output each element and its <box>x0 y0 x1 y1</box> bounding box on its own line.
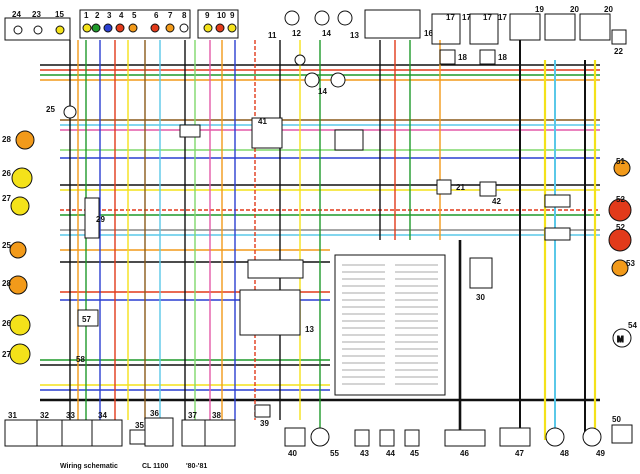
parts-list-panel <box>334 254 446 396</box>
label-37: 37 <box>188 411 197 420</box>
label-1: 1 <box>84 11 89 20</box>
label-41: 41 <box>258 117 267 126</box>
label-4: 4 <box>119 11 124 20</box>
mid-components <box>77 117 571 336</box>
label-38: 38 <box>212 411 221 420</box>
label-10: 10 <box>217 11 226 20</box>
label-55: 55 <box>330 449 339 458</box>
label-11: 11 <box>268 31 277 40</box>
gauges <box>284 10 353 88</box>
label-5: 5 <box>132 11 137 20</box>
harness-vertical <box>69 40 597 440</box>
label-31: 31 <box>8 411 17 420</box>
label-28: 28 <box>2 135 11 144</box>
label-3: 3 <box>107 11 112 20</box>
label-19: 19 <box>535 5 544 14</box>
label-16: 16 <box>424 29 433 38</box>
label-52b: 52 <box>616 223 625 232</box>
label-35: 35 <box>135 421 144 430</box>
label-27b: 27 <box>2 350 11 359</box>
right-lamps: M <box>608 159 632 348</box>
label-26: 26 <box>2 169 11 178</box>
label-33: 33 <box>66 411 75 420</box>
label-9b: 9 <box>230 11 235 20</box>
label-28b: 28 <box>2 279 11 288</box>
label-13b: 13 <box>305 325 314 334</box>
fuse-box-area <box>364 9 627 65</box>
label-30: 30 <box>476 293 485 302</box>
label-50: 50 <box>612 415 621 424</box>
label-17b: 17 <box>462 13 471 22</box>
label-57: 57 <box>82 315 91 324</box>
label-18b: 18 <box>498 53 507 62</box>
schematic-title: Wiring schematic CL 1100 '80-'81 <box>60 463 207 470</box>
title-years: '80-'81 <box>186 463 207 470</box>
title-text: Wiring schematic <box>60 463 118 470</box>
label-52a: 52 <box>616 195 625 204</box>
label-27: 27 <box>2 194 11 203</box>
label-17d: 17 <box>498 13 507 22</box>
label-53: 53 <box>626 259 635 268</box>
label-20a: 20 <box>570 5 579 14</box>
label-8: 8 <box>182 11 187 20</box>
label-45: 45 <box>410 449 419 458</box>
label-39: 39 <box>260 419 269 428</box>
label-48: 48 <box>560 449 569 458</box>
label-17c: 17 <box>483 13 492 22</box>
label-20b: 20 <box>604 5 613 14</box>
motor-symbol: M <box>617 335 624 344</box>
label-49: 49 <box>596 449 605 458</box>
left-lamps <box>8 105 77 365</box>
top-connector-pins <box>13 23 237 35</box>
label-40: 40 <box>288 449 297 458</box>
label-15: 15 <box>55 10 64 19</box>
label-46: 46 <box>460 449 469 458</box>
label-7: 7 <box>168 11 173 20</box>
bottom-components <box>4 404 633 447</box>
label-44: 44 <box>386 449 395 458</box>
label-22: 22 <box>614 47 623 56</box>
label-51: 51 <box>616 157 625 166</box>
label-2: 2 <box>95 11 100 20</box>
label-24: 24 <box>12 10 21 19</box>
label-14b: 14 <box>318 87 327 96</box>
label-26b: 26 <box>2 319 11 328</box>
label-14: 14 <box>322 29 331 38</box>
component-numbers: 24 23 15 1 2 3 4 5 6 7 8 9 10 9 11 12 13… <box>2 5 637 458</box>
label-21: 21 <box>456 183 465 192</box>
label-54: 54 <box>628 321 637 330</box>
label-25: 25 <box>46 105 55 114</box>
label-18a: 18 <box>458 53 467 62</box>
label-9: 9 <box>205 11 210 20</box>
label-13: 13 <box>350 31 359 40</box>
label-32: 32 <box>40 411 49 420</box>
label-12: 12 <box>292 29 301 38</box>
label-23: 23 <box>32 10 41 19</box>
label-17a: 17 <box>446 13 455 22</box>
label-6: 6 <box>154 11 159 20</box>
title-model: CL 1100 <box>142 463 168 470</box>
label-34: 34 <box>98 411 107 420</box>
label-43: 43 <box>360 449 369 458</box>
label-36: 36 <box>150 409 159 418</box>
label-42: 42 <box>492 197 501 206</box>
label-47: 47 <box>515 449 524 458</box>
top-connectors <box>4 9 239 41</box>
label-25b: 25 <box>2 241 11 250</box>
label-29: 29 <box>96 215 105 224</box>
label-58: 58 <box>76 355 85 364</box>
